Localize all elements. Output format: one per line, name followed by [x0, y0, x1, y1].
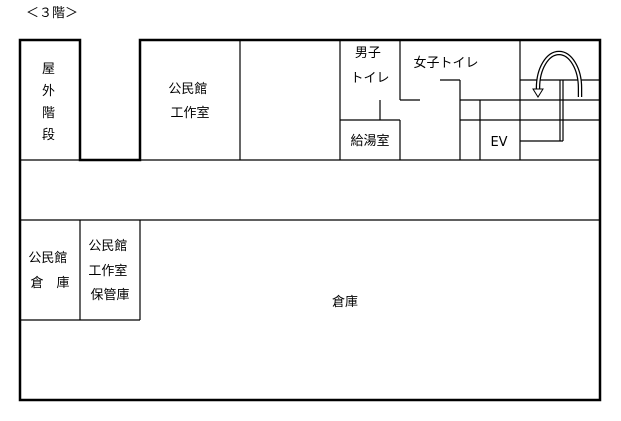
- community-storage-label: 公民館 倉 庫: [28, 251, 71, 291]
- interior-walls: [20, 40, 600, 321]
- kitchenette-label: 給湯室: [350, 133, 389, 149]
- outdoor-stairs-label: 屋 外 階 段: [42, 62, 59, 143]
- outer-wall: [18, 38, 602, 402]
- mens-toilet-label: 男子 トイレ: [350, 46, 389, 86]
- workshop-storage-label: 公民館 工作室 保管庫: [88, 239, 131, 303]
- womens-toilet-label: 女子トイレ: [413, 55, 478, 71]
- storage-label: 倉庫: [332, 295, 358, 310]
- community-workshop-label: 公民館 工作室: [168, 82, 211, 121]
- floor-label: ＜３階＞: [26, 6, 78, 21]
- elevator-label: EV: [490, 135, 507, 150]
- stair-direction-arrow-icon: [532, 50, 583, 98]
